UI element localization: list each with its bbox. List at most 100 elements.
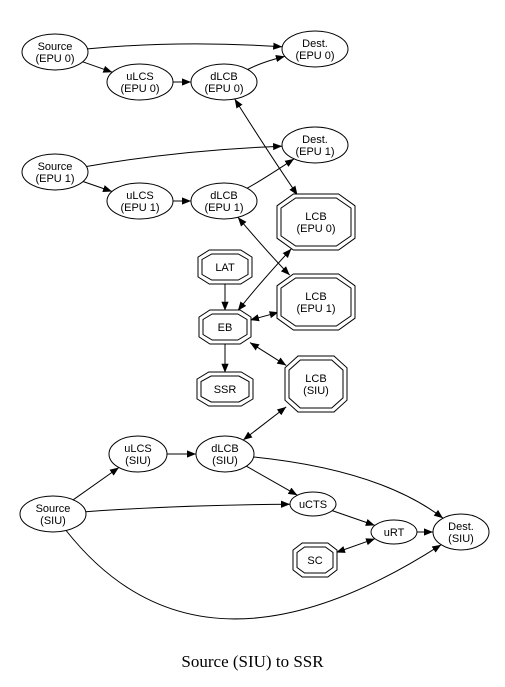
node-src-siu: Source(SIU): [19, 495, 87, 533]
node-label-line: (EPU 1): [35, 173, 74, 185]
edge-lcb-epu1-to-eb: [249, 311, 279, 322]
node-label-line: (EPU 0): [120, 83, 159, 95]
node-label-line: (EPU 1): [296, 303, 335, 315]
node-shape-ellipse: [19, 495, 87, 533]
node-eb: EB: [198, 309, 252, 345]
node-shape-octagon-outer: [284, 355, 348, 413]
node-label-line: LCB: [305, 211, 326, 223]
node-sc: SC: [292, 542, 338, 578]
node-label-line: EB: [218, 322, 233, 334]
node-ssr: SSR: [196, 371, 254, 407]
node-label-line: (SIU): [212, 455, 238, 467]
node-shape-ellipse: [21, 33, 89, 71]
nodes: Source(EPU 0)Dest.(EPU 0)uLCS(EPU 0)dLCB…: [19, 30, 490, 578]
node-label-line: uLCS: [124, 443, 152, 455]
node-label-line: uCTS: [299, 499, 327, 511]
node-shape-octagon-inner: [296, 546, 334, 574]
edge-dlcb-siu-to-dest-siu: [253, 456, 444, 519]
edge-src-siu-to-ucts: [85, 500, 291, 513]
node-shape-ellipse: [108, 435, 168, 473]
node-shape-octagon-inner: [200, 375, 250, 403]
node-shape-ellipse: [190, 182, 258, 220]
edge-lcb-epu0-to-eb: [237, 248, 292, 312]
node-shape-ellipse: [21, 153, 89, 191]
node-shape-octagon-inner: [202, 313, 248, 341]
node-lcb-epu0: LCB(EPU 0): [276, 193, 356, 251]
node-lcb-siu: LCB(SIU): [284, 355, 348, 413]
edge-dlcb-siu-to-lcb-siu: [242, 406, 287, 441]
node-ulcs-epu0: uLCS(EPU 0): [106, 63, 174, 101]
flow-diagram: Source(EPU 0)Dest.(EPU 0)uLCS(EPU 0)dLCB…: [19, 30, 490, 620]
node-dlcb-epu1: dLCB(EPU 1): [190, 182, 258, 220]
node-lcb-epu1: LCB(EPU 1): [276, 273, 356, 331]
node-label-line: uLCS: [126, 190, 154, 202]
node-label-line: (EPU 1): [120, 202, 159, 214]
node-ulcs-epu1: uLCS(EPU 1): [106, 182, 174, 220]
node-label-line: (SIU): [125, 455, 151, 467]
node-dest-epu0: Dest.(EPU 0): [281, 30, 349, 68]
node-shape-octagon-outer: [276, 193, 356, 251]
node-label-line: Source: [38, 161, 73, 173]
edge-dlcb-epu1-to-dest-epu1: [246, 158, 295, 189]
node-label-line: Dest.: [302, 38, 328, 50]
node-label-line: Dest.: [302, 134, 328, 146]
node-label-line: Dest.: [448, 521, 474, 533]
node-shape-octagon-outer: [292, 542, 338, 578]
node-shape-octagon-inner: [280, 277, 352, 327]
node-urt: uRT: [370, 519, 418, 545]
edge-dlcb-epu0-to-lcb-epu0: [234, 98, 298, 196]
node-label-line: (EPU 0): [295, 50, 334, 62]
node-shape-ellipse: [106, 182, 174, 220]
edge-dlcb-epu0-to-dest-epu0: [247, 55, 286, 70]
edge-src-epu0-to-ulcs-epu0: [82, 61, 113, 73]
edge-ucts-to-urt: [332, 510, 375, 526]
node-src-epu0: Source(EPU 0): [21, 33, 89, 71]
node-label-line: LAT: [215, 262, 235, 274]
edge-src-siu-to-dest-siu: [65, 530, 442, 620]
node-shape-octagon-outer: [198, 309, 252, 345]
node-label-line: uLCS: [126, 71, 154, 83]
node-shape-octagon-inner: [288, 359, 344, 409]
node-lat: LAT: [197, 249, 253, 285]
node-label-line: dLCB: [211, 443, 239, 455]
node-label-line: (EPU 0): [204, 83, 243, 95]
node-label-line: dLCB: [210, 71, 238, 83]
edge-sc-to-urt: [335, 538, 376, 553]
node-shape-octagon-outer: [197, 249, 253, 285]
node-label-line: (SIU): [40, 515, 66, 527]
node-ucts: uCTS: [289, 491, 337, 517]
node-label-line: (EPU 0): [296, 223, 335, 235]
node-shape-ellipse: [281, 30, 349, 68]
node-label-line: Source: [38, 41, 73, 53]
node-label-line: Source: [36, 503, 71, 515]
node-label-line: (EPU 1): [295, 146, 334, 158]
node-label-line: SC: [307, 555, 322, 567]
node-label-line: (SIU): [303, 385, 329, 397]
node-shape-ellipse: [106, 63, 174, 101]
node-label-line: (SIU): [448, 533, 474, 545]
node-label-line: SSR: [214, 384, 237, 396]
node-dlcb-siu: dLCB(SIU): [195, 435, 255, 473]
node-shape-octagon-inner: [280, 197, 352, 247]
node-label-line: (EPU 1): [204, 202, 243, 214]
node-ulcs-siu: uLCS(SIU): [108, 435, 168, 473]
diagram-caption: Source (SIU) to SSR: [181, 652, 324, 671]
node-dest-epu1: Dest.(EPU 1): [281, 126, 349, 164]
edge-src-epu0-to-dest-epu0: [87, 42, 283, 50]
edge-src-epu1-to-ulcs-epu1: [82, 181, 113, 192]
edge-dlcb-siu-to-ucts: [246, 465, 298, 496]
node-shape-ellipse: [281, 126, 349, 164]
edge-src-epu1-to-dest-epu1: [86, 142, 283, 167]
node-shape-octagon-inner: [201, 253, 249, 281]
node-dest-siu: Dest.(SIU): [432, 513, 490, 551]
edge-eb-to-lcb-siu: [249, 342, 287, 366]
node-label-line: LCB: [305, 373, 326, 385]
node-shape-ellipse: [289, 491, 337, 517]
node-src-epu1: Source(EPU 1): [21, 153, 89, 191]
node-shape-ellipse: [195, 435, 255, 473]
node-dlcb-epu0: dLCB(EPU 0): [190, 63, 258, 101]
node-label-line: dLCB: [210, 190, 238, 202]
node-label-line: (EPU 0): [35, 53, 74, 65]
node-shape-ellipse: [370, 519, 418, 545]
node-shape-octagon-outer: [276, 273, 356, 331]
